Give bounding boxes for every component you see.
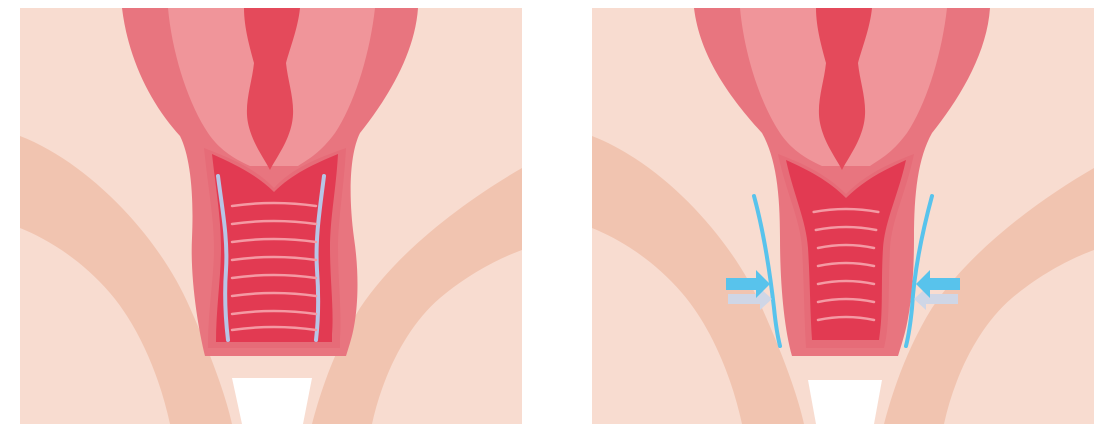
before-illustration <box>20 8 522 424</box>
opening <box>808 380 882 424</box>
after-illustration <box>592 8 1094 424</box>
opening <box>232 378 312 424</box>
before-panel <box>20 8 522 424</box>
after-panel <box>592 8 1094 424</box>
